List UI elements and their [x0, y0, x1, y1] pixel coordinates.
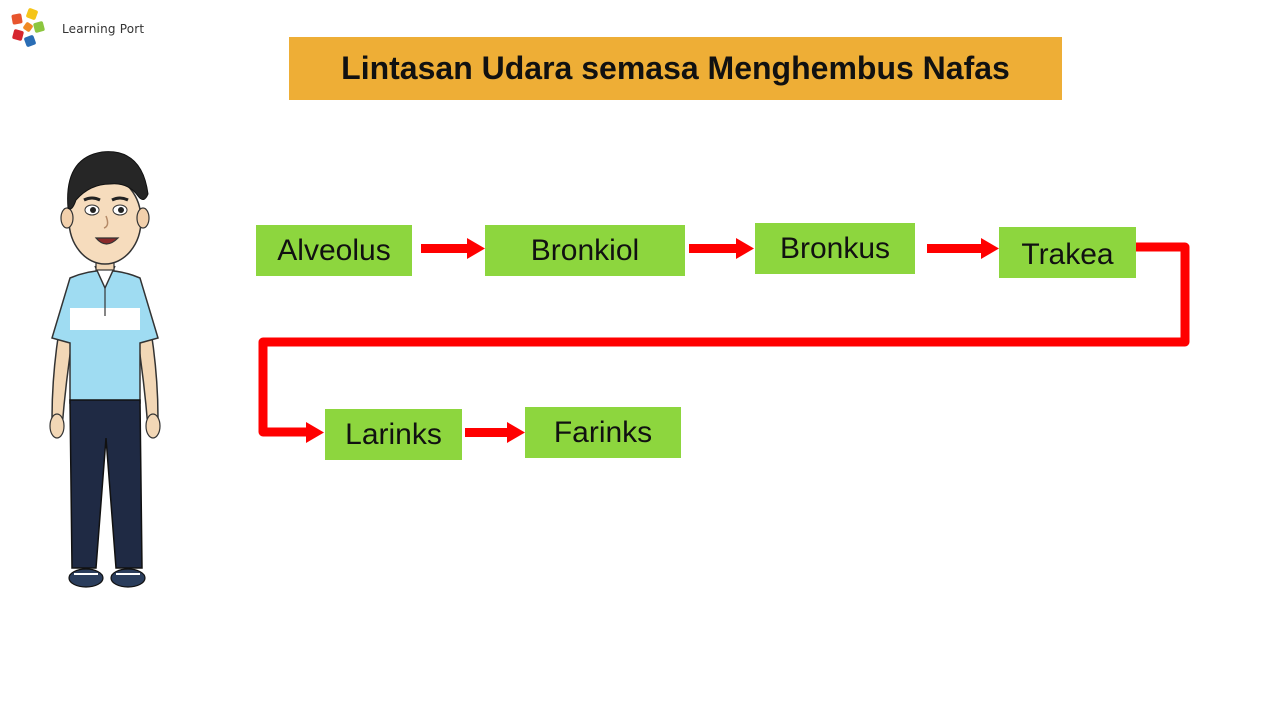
node-bronkus: Bronkus — [755, 223, 915, 274]
arrow-alveolus-bronkiol-head — [467, 238, 485, 259]
arrow-trakea-larinks — [258, 242, 1190, 437]
learning-port-logo-icon — [11, 8, 45, 47]
arrow-larinks-farinks — [465, 428, 509, 437]
arrow-bronkus-trakea-head — [981, 238, 999, 259]
page-title: Lintasan Udara semasa Menghembus Nafas — [341, 50, 1010, 86]
arrow-trakea-larinks-head — [306, 422, 324, 443]
arrow-bronkiol-bronkus — [689, 244, 738, 253]
arrow-bronkus-trakea — [927, 244, 983, 253]
node-larinks: Larinks — [325, 409, 462, 460]
brand-logo: Learning Port — [8, 8, 144, 50]
node-trakea: Trakea — [999, 227, 1136, 278]
node-alveolus: Alveolus — [256, 225, 412, 276]
brand-name: Learning Port — [62, 22, 145, 36]
node-farinks: Farinks — [525, 407, 681, 458]
arrow-larinks-farinks-head — [507, 422, 525, 443]
boy-character-illustration — [49, 151, 161, 588]
arrow-alveolus-bronkiol — [421, 244, 469, 253]
title-banner: Lintasan Udara semasa Menghembus Nafas — [289, 37, 1062, 100]
node-bronkiol: Bronkiol — [485, 225, 685, 276]
arrow-bronkiol-bronkus-head — [736, 238, 754, 259]
